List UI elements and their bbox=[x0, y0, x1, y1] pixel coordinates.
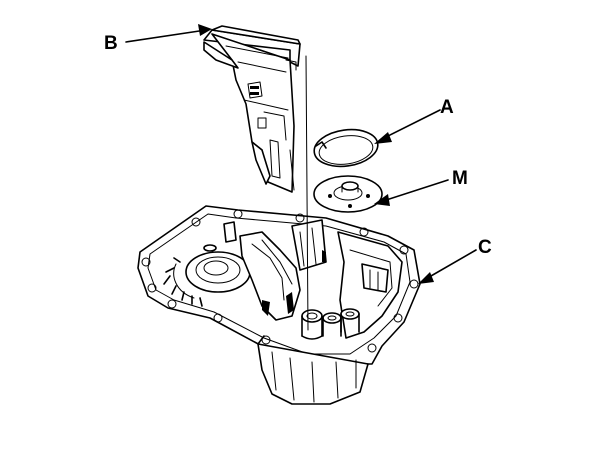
part-b-baffle-plate bbox=[203, 25, 301, 193]
gear-teeth bbox=[163, 257, 203, 307]
flange-bolt-holes bbox=[141, 209, 419, 365]
leader-arrow-c bbox=[418, 249, 477, 284]
part-m-magnet-plate bbox=[313, 175, 383, 213]
label-c: C bbox=[478, 237, 492, 258]
part-a-ring bbox=[313, 128, 379, 168]
leader-arrow-a bbox=[374, 109, 441, 144]
label-b: B bbox=[104, 33, 118, 54]
label-m: M bbox=[452, 168, 468, 189]
part-c-transmission-case bbox=[137, 205, 421, 405]
label-a: A bbox=[440, 97, 454, 118]
leader-arrow-b bbox=[125, 24, 212, 43]
case-bosses bbox=[301, 308, 360, 340]
assembly-guide-line bbox=[305, 55, 309, 331]
leader-arrow-m bbox=[374, 179, 449, 206]
